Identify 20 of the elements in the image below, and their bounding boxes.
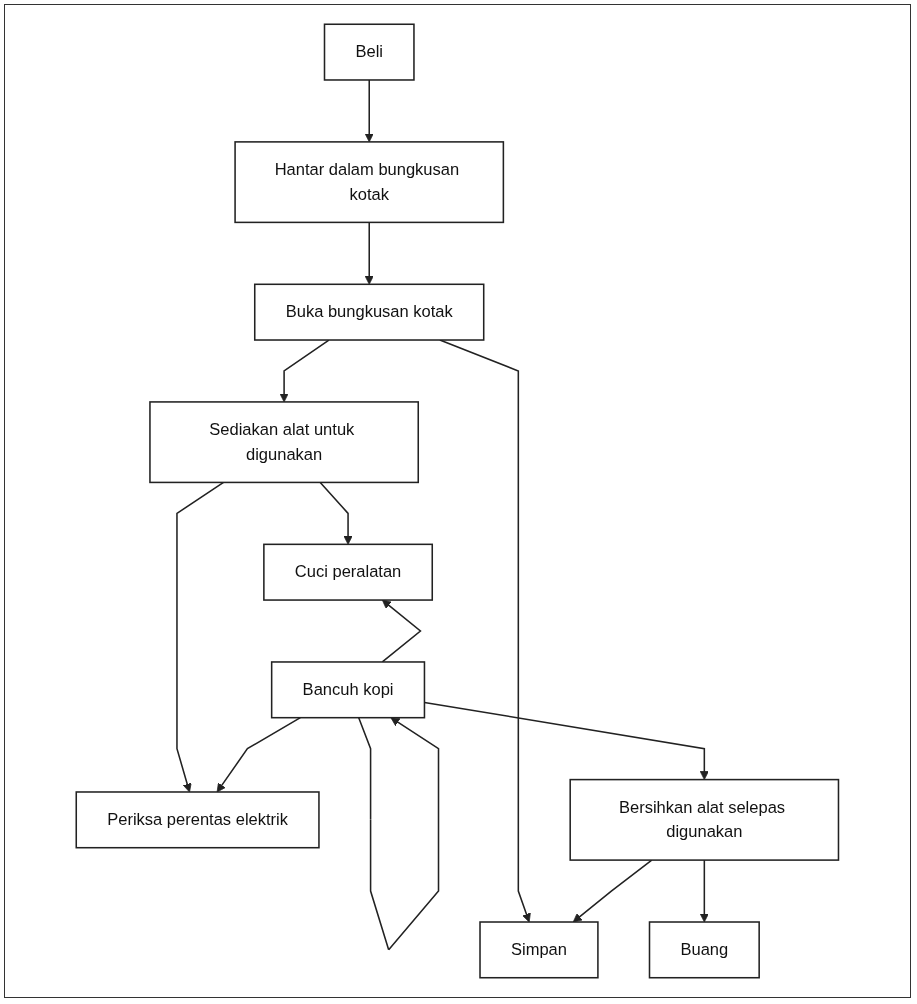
node-box [75, 791, 320, 849]
node-box [479, 921, 599, 979]
arrow [176, 481, 225, 793]
arrow [216, 716, 302, 793]
node-box [263, 543, 434, 601]
arrow [364, 221, 374, 285]
node-box [569, 778, 840, 861]
arrow [279, 339, 330, 403]
arrow [381, 599, 422, 663]
node-box [648, 921, 761, 979]
node-box [254, 283, 485, 341]
node-box [271, 661, 426, 719]
diagram-frame: Beli Hantar dalam bungkusan kotak Buka bungkusan kotak Sediakan alat untuk digunakan Simpan Cuci peralatan Periksa perentas elektrik Bancuh kopi Bersihkan alat selepas digunakan Buang [4, 4, 911, 998]
node-box [323, 23, 415, 81]
node-box [234, 141, 505, 224]
arrow [364, 79, 374, 143]
node-box [149, 401, 420, 484]
arrow [319, 481, 353, 545]
arrow [572, 859, 653, 923]
arrow [699, 859, 709, 923]
